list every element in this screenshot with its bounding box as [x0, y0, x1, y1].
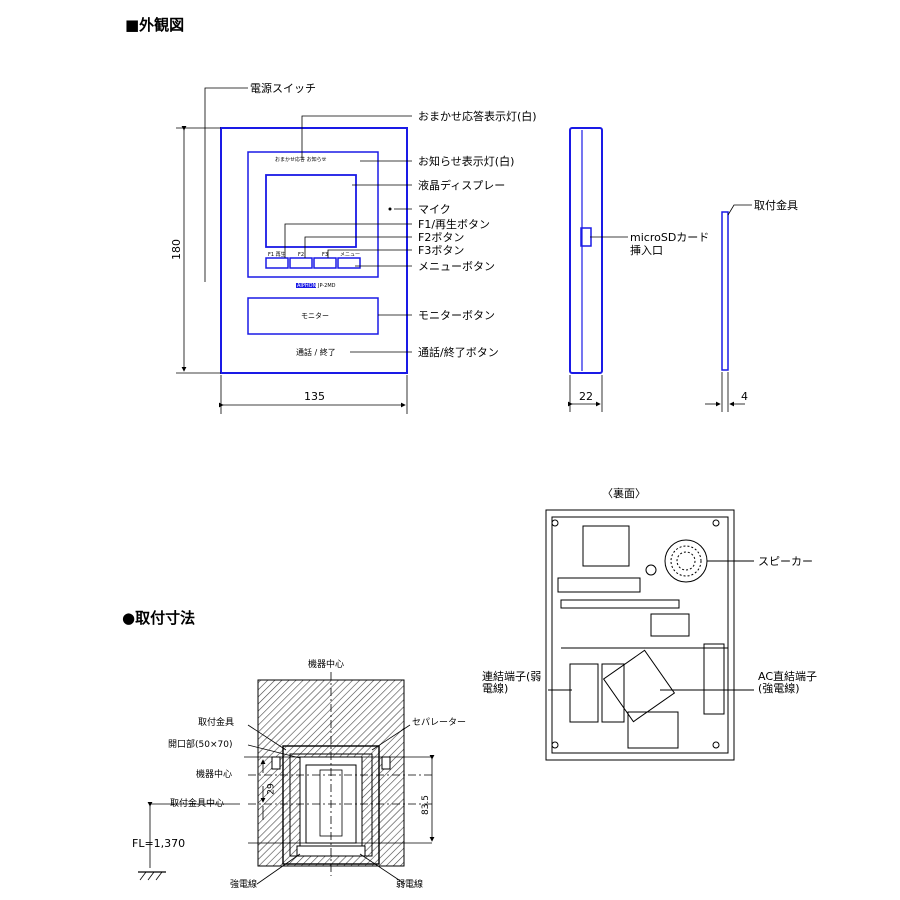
- f3-button: [313, 257, 337, 269]
- callout-mic: マイク: [418, 203, 451, 216]
- device-monitor-text: モニター: [301, 312, 329, 320]
- side-body: [569, 127, 603, 374]
- callout-f2: F2ボタン: [418, 231, 465, 244]
- device-f1-text: F1 再生: [268, 252, 286, 258]
- callout-f1: F1/再生ボタン: [418, 218, 491, 231]
- back-label-area: [582, 525, 630, 567]
- device-model-text: JP-2MD: [318, 283, 336, 289]
- bracket-side: [721, 211, 729, 371]
- leader-auto-answer: [301, 115, 412, 158]
- leader-f1: [284, 223, 412, 258]
- device-brand-text: AIPHONE: [297, 283, 320, 289]
- mount-bracket-center-label: 取付金具中心: [170, 799, 225, 809]
- dim-bracket-depth: 4: [741, 390, 748, 403]
- back-outer: [545, 509, 735, 761]
- device-f3-text: F3: [322, 252, 329, 258]
- callout-weak-terminal: 連結端子(弱電線): [482, 670, 542, 695]
- back-board-strip: [557, 577, 641, 593]
- callout-lcd: 液晶ディスプレー: [418, 179, 506, 192]
- mount-bracket-label: 取付金具: [198, 718, 235, 728]
- lcd-display: [265, 174, 357, 248]
- monitor-button: [247, 297, 379, 335]
- ground-hatch: [139, 871, 163, 881]
- device-f2-text: F2: [298, 252, 305, 258]
- mount-separator-label: セパレーター: [412, 718, 467, 728]
- mount-weak-wire: 弱電線: [396, 880, 424, 890]
- device-menu-text: メニュー: [340, 252, 361, 258]
- mount-dim-29: 29: [266, 783, 277, 795]
- mount-strong-wire: 強電線: [230, 880, 258, 890]
- device-talk-text: 通話 / 終了: [296, 348, 336, 357]
- leader-opening: [247, 744, 301, 759]
- back-side-slot: [703, 643, 725, 715]
- back-block: [650, 613, 690, 637]
- mount-device-center-label: 機器中心: [196, 770, 233, 780]
- leader-f3: [327, 249, 412, 258]
- heading-mounting: ●取付寸法: [122, 609, 196, 627]
- callout-auto-answer-lamp: おまかせ応答表示灯(白): [418, 110, 537, 123]
- f2-button: [289, 257, 313, 269]
- leader-mount-bracket: [247, 724, 287, 751]
- mount-dim-83-5: 83.5: [421, 794, 432, 816]
- back-inner: [551, 516, 729, 754]
- callout-sd-slot: microSDカード挿入口: [630, 231, 710, 257]
- side-view: [568, 127, 752, 412]
- callout-menu: メニューボタン: [418, 260, 495, 273]
- back-bottom-block: [627, 711, 679, 749]
- leader-strong-wire: [256, 853, 301, 885]
- heading-exterior: ■外観図: [125, 16, 185, 34]
- callout-speaker: スピーカー: [758, 555, 813, 568]
- back-screw: [645, 564, 657, 576]
- front-panel: [247, 151, 379, 278]
- menu-button: [337, 257, 361, 269]
- callout-bracket: 取付金具: [754, 199, 798, 212]
- mount-floor-level: FL=1,370: [132, 837, 186, 850]
- callout-monitor: モニターボタン: [418, 309, 495, 322]
- leader-f2: [304, 236, 412, 258]
- heading-back: 〈裏面〉: [602, 487, 646, 500]
- back-rail: [560, 599, 680, 609]
- leader-power-switch: [204, 87, 248, 282]
- leader-bracket: [727, 204, 752, 216]
- dim-width: 135: [304, 390, 325, 403]
- leader-weak-wire: [359, 853, 406, 885]
- callout-notice-lamp: お知らせ表示灯(白): [418, 155, 515, 168]
- weak-terminal-block: [569, 663, 599, 723]
- dim-height: 180: [170, 239, 183, 260]
- front-outer-frame: [220, 127, 408, 374]
- brand-logo: [296, 283, 316, 288]
- front-leaders: [204, 87, 412, 353]
- callout-power-switch: 電源スイッチ: [250, 82, 316, 95]
- callout-ac-terminal: AC直結端子(強電線): [758, 670, 818, 695]
- device-indicator-text: おまかせ応答 お知らせ: [275, 157, 327, 163]
- mount-opening-label: 開口部(50×70): [168, 740, 233, 750]
- dim-depth: 22: [579, 390, 593, 403]
- mic-dot: [388, 207, 392, 211]
- front-dimensions: [176, 126, 408, 414]
- ac-terminal-block: [602, 649, 676, 723]
- back-view: [545, 509, 754, 761]
- callout-f3: F3ボタン: [418, 244, 465, 257]
- mount-device-center-top: 機器中心: [308, 660, 345, 670]
- f1-button: [265, 257, 289, 269]
- front-view: [176, 87, 412, 414]
- callout-talk: 通話/終了ボタン: [418, 346, 499, 359]
- mounting-view: [138, 672, 435, 885]
- leader-separator: [371, 724, 411, 751]
